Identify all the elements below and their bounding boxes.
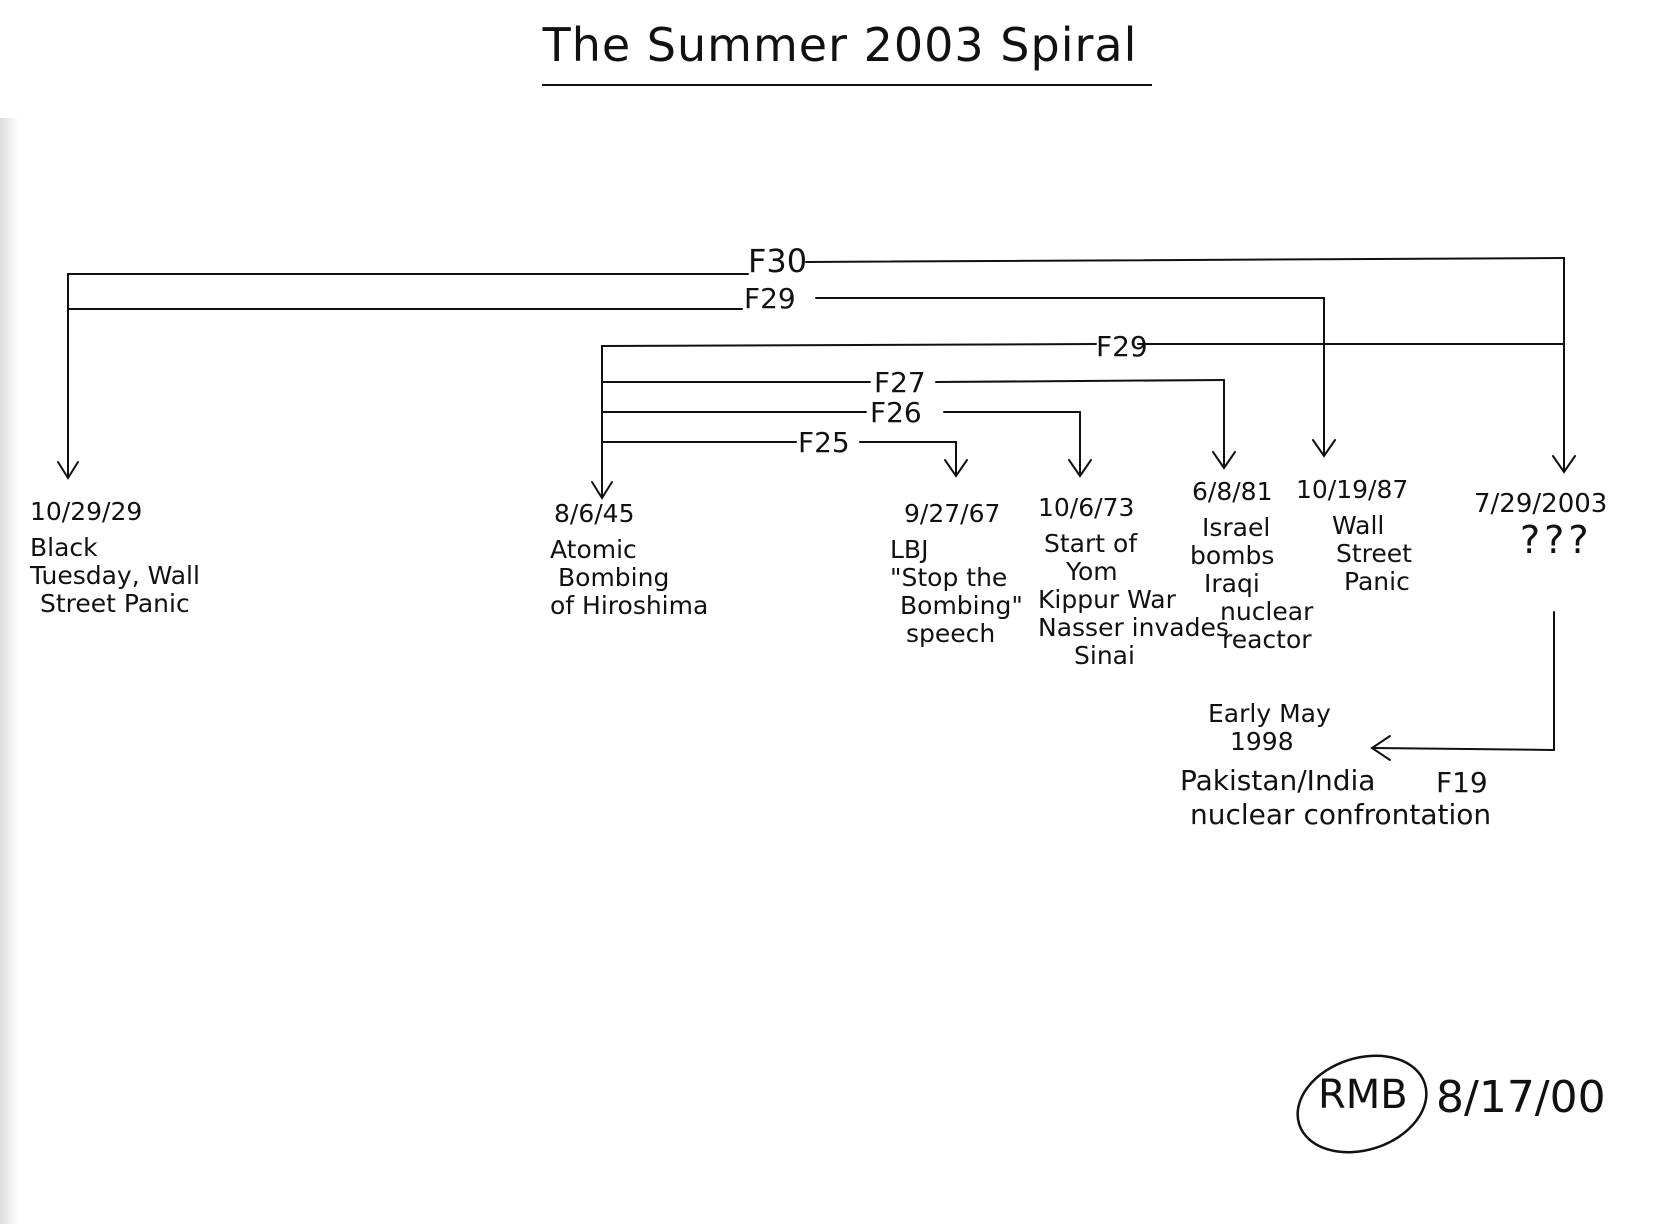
signature-initials: RMB: [1318, 1072, 1408, 1118]
link-label: F25: [798, 426, 850, 459]
event-desc-line: speech: [906, 619, 996, 648]
event-desc-line: reactor: [1222, 625, 1312, 654]
event-desc-line: Black: [30, 533, 98, 562]
event-osirak: 6/8/81 Israel bombs Iraqi nuclear reacto…: [1190, 478, 1313, 654]
event-date: 10/19/87: [1296, 475, 1409, 504]
link-label: F19: [1436, 766, 1488, 799]
link-label: F27: [874, 366, 926, 399]
event-desc-line: Street: [1336, 539, 1412, 568]
link-f19: F19: [1370, 611, 1555, 799]
event-date: 9/27/67: [904, 499, 1001, 528]
link-label: F29: [744, 282, 796, 315]
link-f29-upper: F29: [67, 282, 1336, 458]
event-desc-line: bombs: [1190, 541, 1275, 570]
signature-date: 8/17/00: [1436, 1072, 1606, 1123]
event-desc-line: of Hiroshima: [550, 591, 709, 620]
event-date: 6/8/81: [1192, 477, 1273, 506]
trunk-10-29-29: [57, 273, 79, 480]
link-f30: F30: [67, 242, 1576, 474]
scan-edge-shadow: [0, 118, 20, 1224]
event-desc-line: Yom: [1066, 557, 1118, 586]
event-desc-line: Street Panic: [40, 589, 190, 618]
event-desc-line: Wall: [1332, 511, 1385, 540]
link-f29-lower: F29: [601, 330, 1565, 363]
event-lbj-speech: 9/27/67 LBJ "Stop the Bombing" speech: [890, 500, 1023, 648]
event-desc-line: Iraqi: [1204, 569, 1260, 598]
event-hiroshima: 8/6/45 Atomic Bombing of Hiroshima: [550, 500, 708, 620]
link-f25: F25: [601, 426, 968, 478]
event-desc-line: nuclear: [1220, 597, 1314, 626]
event-desc-line: Bombing": [900, 591, 1023, 620]
event-desc-line: Panic: [1344, 567, 1410, 596]
event-1987-crash: 10/19/87 Wall Street Panic: [1296, 476, 1412, 596]
event-date: 8/6/45: [554, 499, 635, 528]
event-desc-line: LBJ: [890, 535, 929, 564]
link-label: F26: [870, 396, 922, 429]
event-desc-line: Kippur War: [1038, 585, 1176, 614]
event-date: 10/29/29: [30, 497, 143, 526]
event-date: 7/29/2003: [1474, 489, 1608, 519]
event-desc-line: Bombing: [558, 563, 670, 592]
event-desc-line: Israel: [1202, 513, 1271, 542]
event-desc-line: Start of: [1044, 529, 1138, 558]
title-underline: [542, 84, 1152, 86]
event-summer-2003: 7/29/2003 ???: [1474, 489, 1608, 562]
event-desc-line: Nasser invades: [1038, 613, 1229, 642]
event-date: 1998: [1230, 727, 1294, 756]
diagram-title: The Summer 2003 Spiral: [542, 18, 1138, 72]
event-desc-line: ???: [1520, 518, 1593, 562]
event-desc-line: nuclear confrontation: [1190, 798, 1492, 831]
link-label: F30: [748, 242, 807, 280]
event-1929-crash: 10/29/29 Black Tuesday, Wall Street Pani…: [30, 498, 200, 618]
link-f26: F26: [601, 396, 1092, 478]
event-desc-line: "Stop the: [890, 563, 1008, 592]
event-date: Early May: [1208, 699, 1331, 728]
event-desc-line: Tuesday, Wall: [30, 561, 200, 590]
event-pakistan-india: Early May 1998 Pakistan/India nuclear co…: [1180, 700, 1491, 832]
event-date: 10/6/73: [1038, 493, 1135, 522]
trunk-8-6-45: [591, 345, 613, 500]
link-label: F29: [1096, 330, 1148, 363]
event-desc-line: Sinai: [1074, 641, 1135, 670]
event-yom-kippur: 10/6/73 Start of Yom Kippur War Nasser i…: [1038, 494, 1229, 670]
link-f27: F27: [601, 366, 1236, 470]
event-desc-line: Pakistan/India: [1180, 764, 1376, 797]
event-desc-line: Atomic: [550, 535, 637, 564]
signature-oval: [1296, 1054, 1428, 1154]
